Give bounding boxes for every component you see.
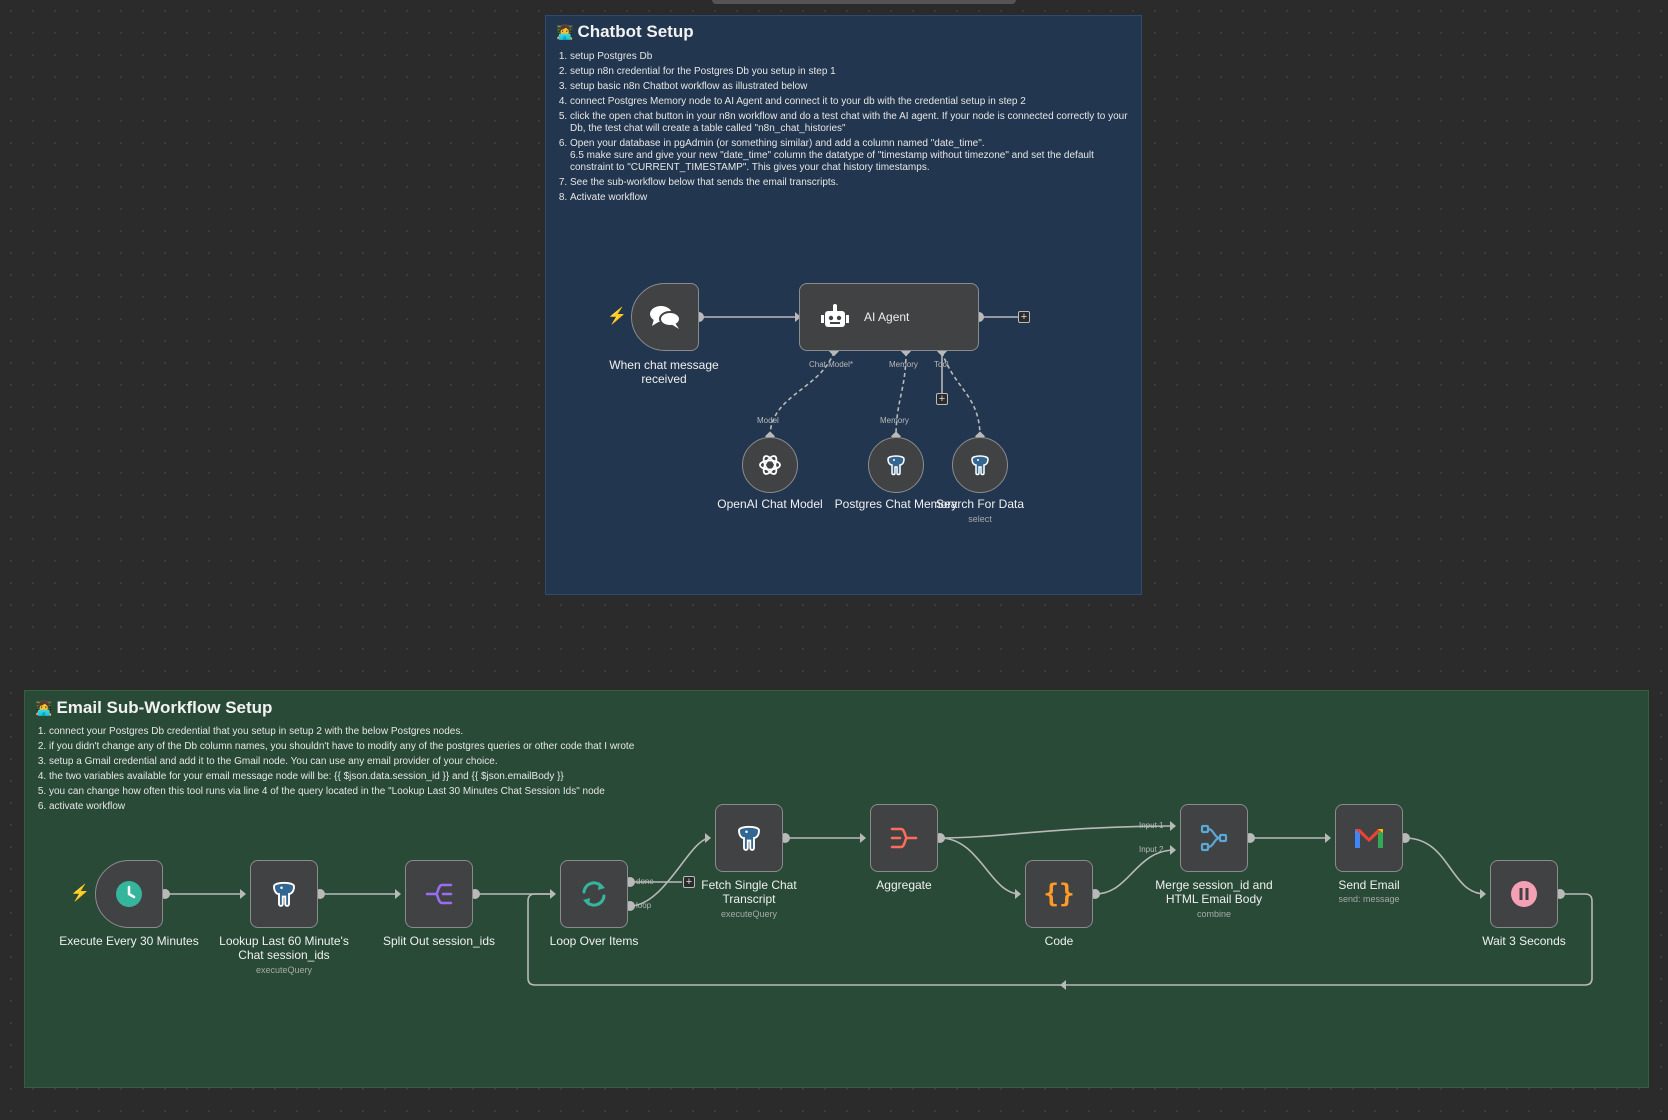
chat-bubbles-icon <box>650 306 681 329</box>
node-label-split: Split Out session_ids <box>382 934 496 948</box>
node-label-wait: Wait 3 Seconds <box>1482 934 1566 948</box>
aggregate-icon <box>890 827 918 849</box>
chatbot-step: setup basic n8n Chatbot workflow as illu… <box>570 81 1135 93</box>
chatbot-step: setup n8n credential for the Postgres Db… <box>570 66 1135 78</box>
wire-aggregate-merge1 <box>939 825 1176 839</box>
email-step: connect your Postgres Db credential that… <box>49 726 949 738</box>
email-step: setup a Gmail credential and add it to t… <box>49 756 949 768</box>
robot-icon <box>821 304 849 327</box>
clock-icon <box>116 881 142 907</box>
node-label-send: Send Email <box>1338 878 1400 892</box>
node-openai-chat-model[interactable] <box>742 437 798 493</box>
add-done-plus-icon[interactable]: + <box>683 876 695 888</box>
port-label-loop: loop <box>636 901 652 910</box>
node-label-openai: OpenAI Chat Model <box>717 497 823 511</box>
trigger-bolt-icon: ⚡ <box>607 308 627 325</box>
port-label-memory: Memory <box>889 360 918 369</box>
sticky-title-email: 👩‍💻 Email Sub-Workflow Setup <box>35 698 272 718</box>
code-braces-icon: {} <box>1043 879 1075 909</box>
add-tool-plus-icon[interactable]: + <box>936 393 948 405</box>
chatbot-step: Open your database in pgAdmin (or someth… <box>570 138 1135 174</box>
port-label-memory-in: Memory <box>880 416 909 425</box>
woman-technologist-icon: 👩‍💻 <box>35 699 53 716</box>
node-aggregate[interactable] <box>870 804 938 872</box>
chatbot-steps-list: setup Postgres Db setup n8n credential fo… <box>548 51 1135 207</box>
node-label-loop: Loop Over Items <box>549 934 639 948</box>
wire-memory <box>895 351 907 438</box>
node-wait[interactable] <box>1490 860 1558 928</box>
chatbot-step: See the sub-workflow below that sends th… <box>570 177 1135 189</box>
node-code[interactable]: {} <box>1025 860 1093 928</box>
node-label-postgres-memory: Postgres Chat Memory <box>834 497 958 511</box>
email-step: the two variables available for your ema… <box>49 771 949 783</box>
port-label-chat-model: Chat Model* <box>809 360 854 369</box>
port-label-tool: Tool <box>934 360 949 369</box>
node-sublabel-merge: combine <box>1196 909 1232 919</box>
email-step: you can change how often this tool runs … <box>49 786 949 798</box>
node-postgres-chat-memory[interactable] <box>868 437 924 493</box>
node-label-aggregate: Aggregate <box>876 878 932 892</box>
email-title-text: Email Sub-Workflow Setup <box>56 698 273 717</box>
node-label-lookup: Lookup Last 60 Minute's Chat session_ids <box>219 934 349 962</box>
canvas-top-handle <box>712 0 1016 4</box>
node-label-merge: Merge session_id and HTML Email Body <box>1155 878 1273 906</box>
openai-icon <box>759 455 781 475</box>
node-schedule-trigger[interactable] <box>95 860 163 928</box>
node-label-search-data: Search For Data <box>935 497 1025 511</box>
port-label-input2: Input 2 <box>1139 845 1164 854</box>
wire-loop-fetch <box>629 837 711 907</box>
woman-technologist-icon: 👩‍💻 <box>556 23 574 40</box>
wire-chat-model <box>769 351 835 438</box>
port-label-done: done <box>636 877 654 886</box>
sticky-title-chatbot: 👩‍💻 Chatbot Setup <box>556 22 694 42</box>
refresh-loop-icon <box>582 881 606 907</box>
split-out-icon <box>425 883 453 905</box>
postgres-elephant-icon <box>273 881 295 907</box>
node-search-for-data[interactable] <box>952 437 1008 493</box>
node-sublabel-search-data: select <box>968 514 992 524</box>
node-loop-over-items[interactable] <box>560 860 628 928</box>
add-output-plus-icon[interactable]: + <box>1018 311 1030 323</box>
node-sublabel-send: send: message <box>1338 894 1400 904</box>
node-sublabel-fetch: executeQuery <box>720 909 778 919</box>
node-merge[interactable] <box>1180 804 1248 872</box>
gmail-icon <box>1355 829 1383 848</box>
node-label-fetch: Fetch Single Chat Transcript <box>701 878 797 906</box>
wire-code-merge2 <box>1094 849 1176 895</box>
chatbot-step: click the open chat button in your n8n w… <box>570 111 1135 135</box>
node-label-code: Code <box>1044 934 1074 948</box>
merge-icon <box>1200 824 1228 852</box>
postgres-elephant-icon <box>738 825 760 851</box>
email-step: activate workflow <box>49 801 949 813</box>
chatbot-step: connect Postgres Memory node to AI Agent… <box>570 96 1135 108</box>
node-ai-agent[interactable]: AI Agent <box>799 283 979 351</box>
email-step: if you didn't change any of the Db colum… <box>49 741 949 753</box>
ai-agent-label: AI Agent <box>864 310 910 324</box>
chatbot-step: setup Postgres Db <box>570 51 1135 63</box>
email-steps-list: connect your Postgres Db credential that… <box>27 726 949 816</box>
node-send-email[interactable] <box>1335 804 1403 872</box>
node-label-schedule: Execute Every 30 Minutes <box>59 934 199 948</box>
chatbot-step: Activate workflow <box>570 192 1135 204</box>
node-split-out[interactable] <box>405 860 473 928</box>
port-label-input1: Input 1 <box>1139 821 1164 830</box>
node-label-chat-trigger: When chat message received <box>609 358 719 386</box>
postgres-elephant-icon <box>887 455 905 476</box>
port-label-model: Model <box>757 416 779 425</box>
node-chat-trigger[interactable] <box>631 283 699 351</box>
node-lookup-session-ids[interactable] <box>250 860 318 928</box>
node-sublabel-lookup: executeQuery <box>255 965 313 975</box>
chatbot-title-text: Chatbot Setup <box>577 22 694 41</box>
wire-aggregate-code <box>939 837 1021 895</box>
trigger-bolt-icon: ⚡ <box>70 885 90 902</box>
postgres-elephant-icon <box>971 455 989 476</box>
node-fetch-transcript[interactable] <box>715 804 783 872</box>
wire-send-wait <box>1404 837 1486 895</box>
pause-icon <box>1511 881 1537 907</box>
